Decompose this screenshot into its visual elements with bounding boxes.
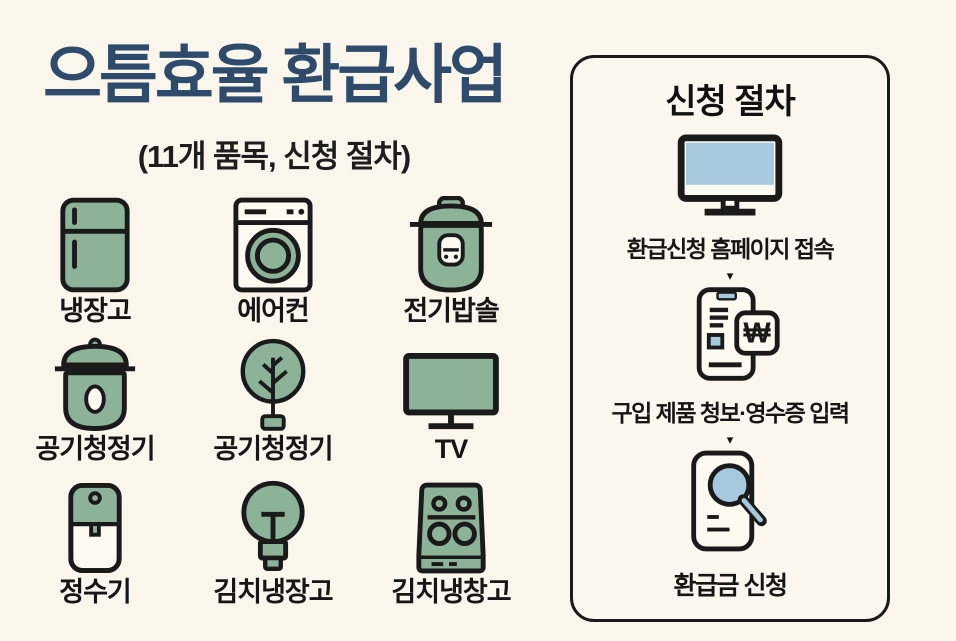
item-label: 공기청정기 — [213, 434, 333, 465]
tree-icon — [234, 327, 312, 432]
won-symbol: ₩ — [743, 318, 771, 350]
page-subtitle: (11개 품목, 신청 절차) — [137, 139, 412, 174]
cooking-pot-icon — [51, 327, 139, 432]
page-title: 으틈효율 환급사업 — [43, 39, 508, 111]
light-bulb-icon — [238, 465, 308, 575]
water-purifier-icon — [66, 465, 124, 575]
procedure-title: 신청 절차 — [665, 83, 796, 121]
appliance-grid: 냉장고 에어컨 — [6, 184, 546, 608]
item-label: 전기밥솔 — [403, 296, 499, 327]
tv-icon — [402, 327, 500, 432]
list-item: 공기청정기 — [184, 327, 362, 465]
down-arrow-icon: ▾ — [726, 268, 734, 283]
list-item: 공기청정기 — [6, 327, 184, 465]
smartphone-receipt-icon: ₩ — [677, 285, 783, 388]
gas-range-icon — [412, 465, 490, 575]
procedure-panel: 신청 절차 환급신청 흠페이지 접속 ▾ ₩ — [570, 55, 890, 622]
washing-machine-icon — [232, 184, 314, 294]
item-label: 냉장고 — [59, 296, 132, 327]
list-item: 에어컨 — [184, 184, 362, 327]
monitor-icon — [676, 133, 784, 222]
list-item: TV — [362, 327, 540, 465]
item-label: TV — [434, 434, 469, 465]
step-label: 환급금 신청 — [673, 572, 788, 600]
rice-cooker-icon — [407, 184, 495, 294]
item-label: 정수기 — [59, 577, 132, 608]
refrigerator-icon — [56, 184, 134, 294]
step-label: 구입 제품 청보·영수증 입력 — [611, 400, 850, 426]
item-label: 에어컨 — [237, 296, 310, 327]
list-item: 정수기 — [6, 465, 184, 608]
item-label: 공기청정기 — [35, 434, 155, 465]
list-item: 김치냉창고 — [362, 465, 540, 608]
list-item: 전기밥솔 — [362, 184, 540, 327]
list-item: 냉장고 — [6, 184, 184, 327]
item-label: 김치냉장고 — [213, 577, 333, 608]
item-label: 김치냉창고 — [391, 577, 511, 608]
down-arrow-icon: ▾ — [726, 432, 734, 447]
document-search-icon — [684, 449, 776, 558]
step-label: 환급신청 흠페이지 접속 — [626, 236, 835, 262]
list-item: 김치냉장고 — [184, 465, 362, 608]
